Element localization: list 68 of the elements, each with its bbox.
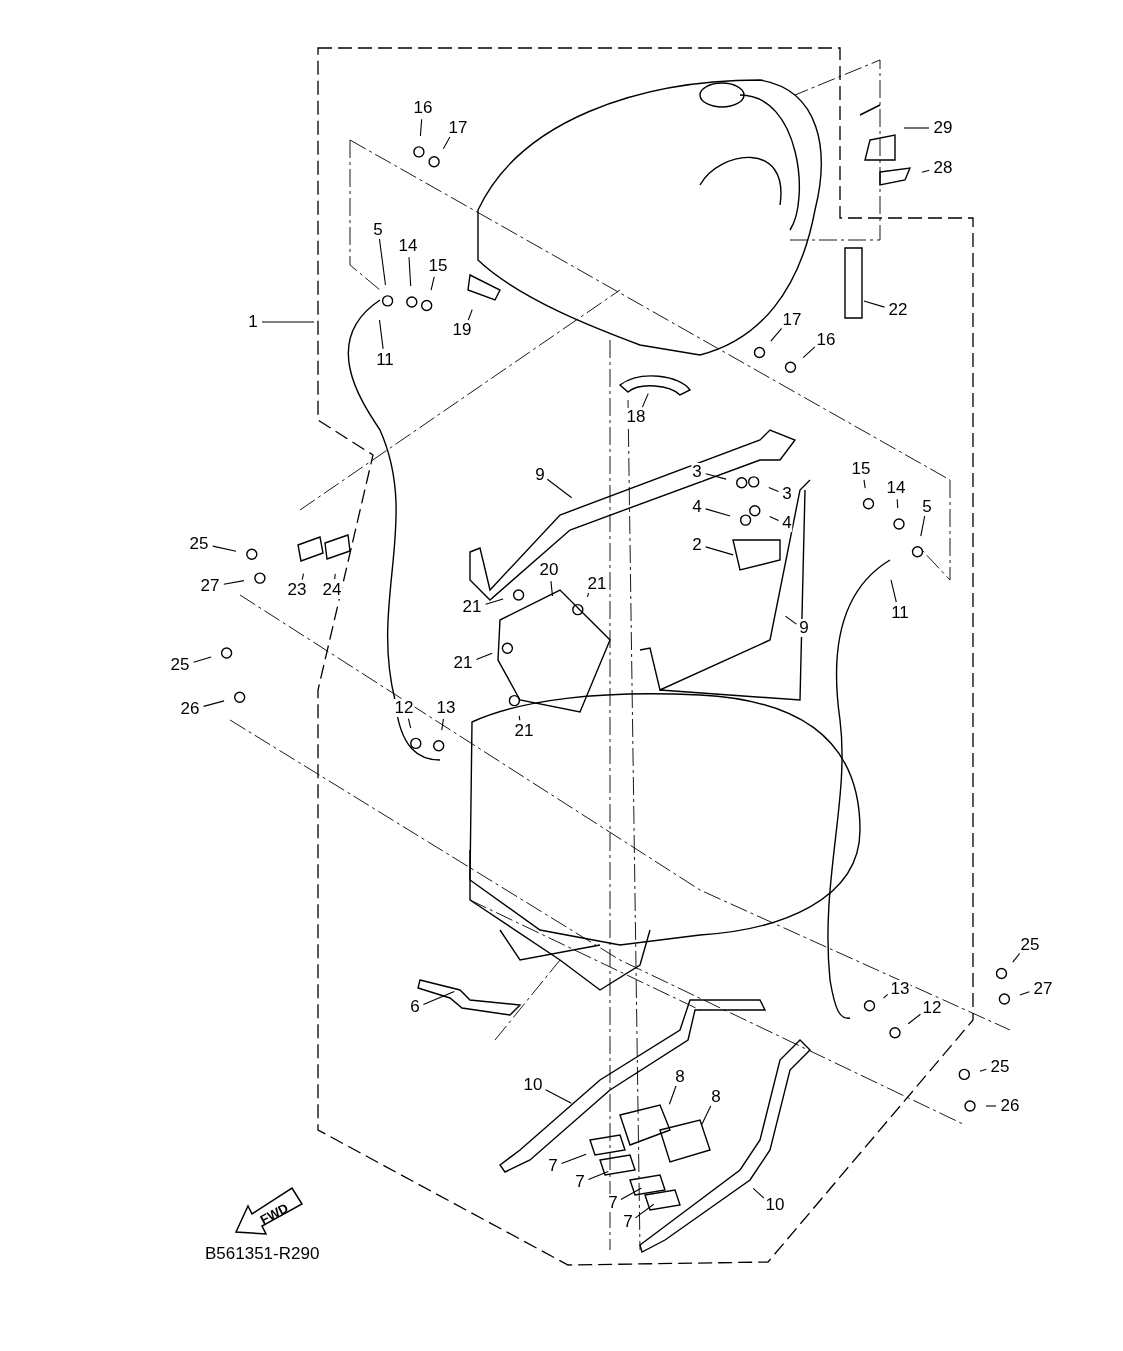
callout-number: 8: [674, 1068, 686, 1086]
leader-line: [882, 993, 889, 999]
leader-line: [705, 473, 727, 480]
callout-number: 5: [372, 221, 384, 239]
callout-number: 25: [1019, 936, 1041, 954]
leader-line: [668, 1083, 678, 1105]
leader-line: [545, 1089, 572, 1104]
callout-number: 18: [625, 408, 647, 426]
leader-line: [863, 479, 866, 489]
leader-line: [979, 1068, 987, 1072]
callout-number: 4: [781, 514, 793, 532]
leader-line: [1019, 991, 1030, 996]
leader-line: [784, 615, 797, 625]
leader-line: [890, 579, 897, 603]
callout-number: 17: [447, 119, 469, 137]
leader-line: [705, 546, 734, 556]
callout-number: 12: [393, 699, 415, 717]
leader-line: [705, 508, 731, 517]
leader-line: [467, 309, 473, 321]
leader-line: [896, 498, 899, 509]
drawing-code: B561351-R290: [205, 1244, 320, 1264]
leader-line: [752, 1187, 765, 1199]
leader-line: [442, 136, 451, 150]
leader-line: [550, 580, 554, 597]
leader-line: [546, 478, 573, 499]
callout-number: 9: [798, 619, 810, 637]
callout-number: 3: [691, 463, 703, 481]
leader-line: [634, 1203, 655, 1219]
leader-line: [985, 1105, 997, 1107]
leader-line: [769, 515, 780, 521]
leader-line: [620, 1187, 643, 1201]
leader-line: [422, 990, 455, 1005]
leader-line: [378, 236, 387, 286]
leader-line: [193, 656, 212, 663]
leader-line: [921, 169, 930, 173]
leader-line: [485, 598, 504, 605]
leader-line: [587, 1170, 609, 1181]
leader-line: [770, 327, 783, 342]
leader-line: [334, 573, 336, 580]
leader-line: [903, 127, 930, 129]
leader-line: [407, 718, 412, 729]
leader-line: [560, 1153, 587, 1165]
leader-line: [203, 700, 225, 707]
leader-line: [768, 486, 780, 493]
callout-number: 17: [781, 311, 803, 329]
leader-line: [907, 1013, 921, 1025]
leader-line: [641, 393, 649, 408]
leader-line: [920, 513, 926, 537]
callout-number: 24: [321, 581, 343, 599]
callout-number: 8: [710, 1088, 722, 1106]
callout-number: 7: [607, 1194, 619, 1212]
leader-line: [378, 319, 384, 350]
leader-line: [1012, 952, 1021, 963]
leader-line: [419, 118, 423, 137]
leader-line: [430, 276, 435, 291]
leader-line: [802, 346, 816, 359]
leader-line: [475, 652, 493, 661]
leader-line: [261, 321, 315, 323]
callout-number: 21: [586, 575, 608, 593]
leader-line: [223, 580, 245, 585]
leader-line: [863, 300, 886, 308]
leader-line: [586, 592, 590, 598]
leader-line: [301, 573, 305, 581]
leader-line: [518, 715, 521, 721]
leader-line: [212, 545, 237, 552]
leader-line: [441, 718, 444, 731]
leader-line: [408, 256, 412, 287]
callout-number: 5: [921, 498, 933, 516]
